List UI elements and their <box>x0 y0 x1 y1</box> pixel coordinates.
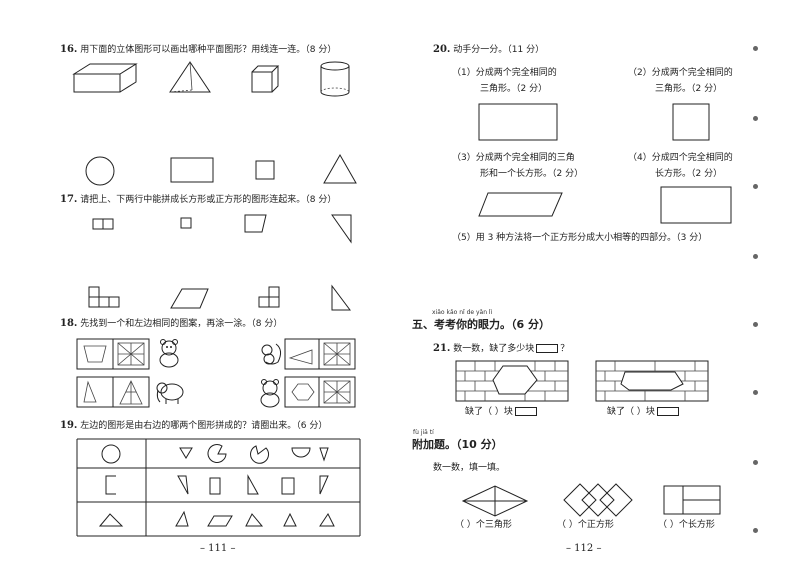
q20-heading: 20. 动手分一分。（11 分） <box>433 44 544 56</box>
bonus-pinyin: fù jiā tí <box>413 429 434 436</box>
brick-blank-icon-a <box>514 407 537 416</box>
q20-rectangle-1 <box>478 103 558 141</box>
q17-text: 请把上、下两行中能拼成长方形或正方形的图形连起来。（8 分） <box>80 195 337 205</box>
brick-blank-icon <box>536 344 559 353</box>
q18-text: 先找到一个和左边相同的图案，再涂一涂。（8 分） <box>80 319 283 329</box>
binding-hole-icon <box>753 254 758 259</box>
caption-squares: （ ）个正方形 <box>557 520 614 530</box>
circle-icon <box>85 156 115 186</box>
right-triangle-shape <box>331 214 352 244</box>
bear-icon-2 <box>260 379 280 408</box>
sec5-title: 五、考考你的眼力。（6 分） <box>412 318 550 331</box>
q20-5-text: （5）用 3 种方法将一个正方形分成大小相等的四部分。（3 分） <box>452 233 708 243</box>
q20-2-line1: （2）分成两个完全相同的 <box>628 68 733 78</box>
binding-hole-icon <box>753 116 758 121</box>
caption-triangles: （ ）个三角形 <box>455 520 512 530</box>
bonus-title: 附加题。（10 分） <box>412 438 503 451</box>
q21-heading: 21. 数一数，缺了多少块 ？ <box>433 343 569 355</box>
q20-3-line1: （3）分成两个完全相同的三角 <box>452 153 575 163</box>
cuboid-icon <box>72 63 138 93</box>
q16-number: 16. <box>60 44 78 55</box>
missing-count-b-text: 缺了（ ）块 <box>607 407 655 417</box>
q21-text-before: 数一数，缺了多少块 <box>453 344 535 354</box>
binding-hole-icon <box>753 390 758 395</box>
l-shape-squares <box>88 286 120 308</box>
right-page-number: – 112 – <box>566 543 602 554</box>
rectangle-icon <box>170 157 214 183</box>
q19-heading: 19. 左边的图形是由右边的哪两个图形拼成的？请圈出来。（6 分） <box>60 420 327 432</box>
q20-parallelogram-3 <box>478 192 563 217</box>
q21-number: 21. <box>433 343 451 354</box>
caption-rectangles: （ ）个长方形 <box>658 520 715 530</box>
bear-icon <box>159 339 179 368</box>
cube-icon <box>251 65 280 93</box>
q20-number: 20. <box>433 44 451 55</box>
binding-hole-icon <box>753 460 758 465</box>
q20-1-line1: （1）分成两个完全相同的 <box>452 68 557 78</box>
brick-blank-icon-b <box>656 407 679 416</box>
stair-squares-shape <box>258 286 280 308</box>
small-square-shape <box>180 217 192 229</box>
q18-panels <box>76 338 356 408</box>
binding-hole-icon <box>753 322 758 327</box>
triangle-shape-2 <box>331 284 351 311</box>
q19-text: 左边的图形是由右边的哪两个图形拼成的？请圈出来。（6 分） <box>80 421 328 431</box>
q17-heading: 17. 请把上、下两行中能拼成长方形或正方形的图形连起来。（8 分） <box>60 194 336 206</box>
square-icon <box>255 160 275 180</box>
q16-text: 用下面的立体图形可以画出哪种平面图形？用线连一连。（8 分） <box>80 45 337 55</box>
q20-4-line2: 长方形。（2 分） <box>655 169 723 179</box>
q20-3-line2: 形和一个长方形。（2 分） <box>480 169 584 179</box>
missing-count-a-text: 缺了（ ）块 <box>465 407 513 417</box>
brick-wall-a <box>455 360 569 402</box>
q20-square-2 <box>672 103 710 141</box>
rectangles-figure <box>663 485 721 515</box>
binding-hole-icon <box>753 184 758 189</box>
q20-1-line2: 三角形。（2 分） <box>480 84 548 94</box>
q19-number: 19. <box>60 420 78 431</box>
diamond-squares-figure <box>563 483 633 517</box>
brick-wall-b <box>595 360 709 402</box>
q17-number: 17. <box>60 194 78 205</box>
q18-number: 18. <box>60 318 78 329</box>
trapezoid-shape <box>244 214 267 233</box>
cylinder-icon <box>320 61 350 97</box>
rhombus-triangles-figure <box>461 485 529 517</box>
two-squares-shape <box>92 218 114 230</box>
q20-text: 动手分一分。（11 分） <box>453 45 545 55</box>
binding-hole-icon <box>753 46 758 51</box>
q20-rectangle-4 <box>660 186 732 224</box>
missing-count-a: 缺了（ ）块 <box>465 407 539 418</box>
q19-table <box>76 438 361 537</box>
bonus-instruction: 数一数，填一填。 <box>433 463 506 473</box>
q20-4-line1: （4）分成四个完全相同的 <box>628 153 733 163</box>
q21-text-after: ？ <box>560 344 570 354</box>
q16-heading: 16. 用下面的立体图形可以画出哪种平面图形？用线连一连。（8 分） <box>60 44 336 56</box>
squirrel-icon <box>261 343 282 365</box>
sec5-pinyin: xiǎo kǎo nǐ de yǎn lì <box>432 309 493 316</box>
elephant-icon <box>156 382 184 404</box>
binding-hole-icon <box>753 528 758 533</box>
left-page-number: – 111 – <box>200 543 236 554</box>
parallelogram-shape <box>170 288 209 309</box>
cone-icon <box>169 61 211 93</box>
missing-count-b: 缺了（ ）块 <box>607 407 681 418</box>
q18-heading: 18. 先找到一个和左边相同的图案，再涂一涂。（8 分） <box>60 318 282 330</box>
triangle-icon <box>323 153 357 184</box>
q20-2-line2: 三角形。（2 分） <box>655 84 723 94</box>
